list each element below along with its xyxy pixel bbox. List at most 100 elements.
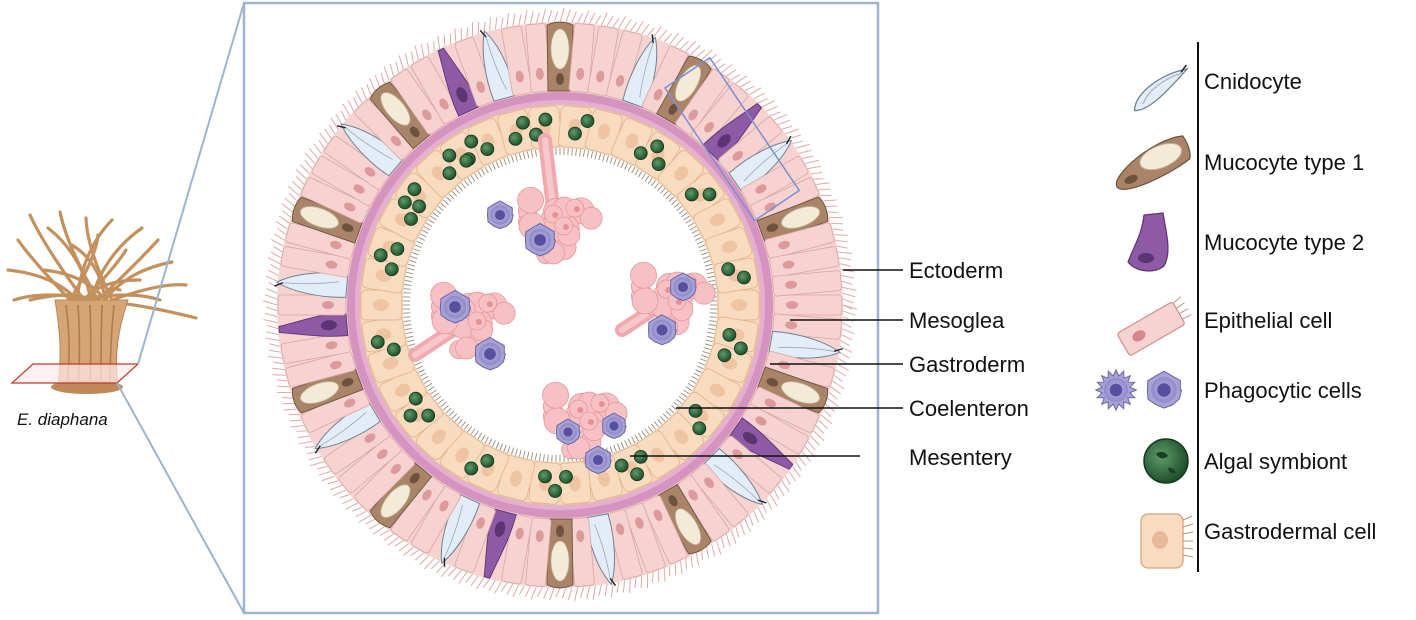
algal-symbiont [737,270,751,285]
algal-symbiont [412,199,427,214]
ectoderm-cell [501,514,533,585]
gastroderm-label: Gastroderm [909,352,1025,377]
ectoderm-cell [285,222,356,259]
anemone-tentacles [6,210,198,320]
ectoderm-label: Ectoderm [909,258,1003,283]
algal-symbionts-in-tissue [370,112,751,498]
ectoderm-cilia [262,7,858,602]
algal-symbiont [538,112,553,127]
algal-symbiont [692,421,707,436]
mesentery [542,381,628,475]
tentacle [42,268,107,302]
algal-symbiont [651,157,666,172]
algal-symbiont [421,408,436,423]
ectoderm-cell [655,483,712,555]
algal-symbiont [508,131,523,146]
mucocyte-2-icon [1127,212,1169,272]
mesentery-label: Mesentery [909,445,1012,470]
ectoderm-cell [525,517,552,587]
legend-mucocyte-2: Mucocyte type 2 [1204,230,1364,255]
legend-epithelial: Epithelial cell [1204,308,1332,333]
ectoderm-cell [568,23,595,93]
ectoderm-cell [587,25,619,96]
algal-symbiont [464,461,479,476]
phagocytic-cell-spiky [1094,368,1138,412]
algal-symbiont [733,341,748,356]
ectoderm-cell [280,246,351,278]
legend-mucocyte-1: Mucocyte type 1 [1204,150,1364,175]
mesoglea-label: Mesoglea [909,308,1005,333]
ectoderm-cell [390,69,445,135]
ectoderm-cell [369,460,433,529]
algal-symbiont [403,408,418,423]
algal-symbiont [559,469,573,484]
ectoderm-cells [274,21,843,589]
algal-symbiont [516,115,530,130]
gastrodermal-cell [440,430,485,479]
algal-symbiont [386,342,401,357]
mesentery [486,133,603,265]
tentacle [75,218,114,302]
algal-symbiont [408,391,423,406]
tentacle [110,283,188,302]
mesentery [615,261,716,346]
algal-symbiont [442,148,457,163]
tentacle [16,238,72,302]
coelenteron-cavity [403,148,717,462]
ectoderm-cell [411,56,461,124]
phagocytic-cell [584,445,612,475]
ectoderm-cell [285,351,356,388]
algal-symbiont [633,146,648,161]
phagocytic-cell [1146,370,1183,409]
phagocytic-cell [602,412,627,440]
algal-symbiont [702,187,717,202]
ectoderm-cell [690,83,749,147]
ectoderm-cell [741,156,809,206]
algal-symbiont [721,262,736,277]
algal-symbiont [480,142,495,157]
ectoderm-cell [769,246,840,278]
ectoderm-cell [741,404,809,454]
ectoderm-cell [655,55,712,127]
algal-symbiont [384,262,399,277]
zoom-line-bottom [116,382,245,614]
algal-symbiont [397,195,412,210]
algal-symbiont [464,134,479,149]
gastrodermal-cell [713,257,759,294]
ectoderm-cell [324,420,390,475]
ectoderm-cell [675,69,730,135]
cross-section-labels: Ectoderm Mesoglea Gastroderm Coelenteron… [630,258,1029,470]
anemone-illustration: E. diaphana [6,210,198,429]
ectoderm-cell [291,366,364,414]
epithelial-cell-icon [1117,296,1192,356]
ectoderm-cell [546,21,574,92]
ectoderm-cell [764,222,835,259]
phagocytic-cell [556,418,581,446]
tentacle [107,287,122,302]
algal-symbiont [650,139,665,154]
algal-symbiont [630,467,645,482]
gastrodermal-cell [360,289,403,321]
algal-symbiont [370,335,385,349]
ectoderm-cell [756,196,829,244]
algal-symbiont-icon [1143,438,1189,484]
ectoderm-cell [690,463,749,527]
ectoderm-cell [277,294,347,316]
ectoderm-cell [280,332,351,364]
algal-symbiont [614,458,629,473]
ectoderm-cell [585,513,617,587]
legend-algal: Algal symbiont [1204,449,1347,474]
phagocytic-cell [439,289,472,324]
section-plane [10,363,140,384]
ectoderm-cell [278,311,349,337]
algal-symbiont [580,114,595,128]
algal-symbiont [538,469,552,484]
species-caption: E. diaphana [17,410,108,429]
legend-phagocytic: Phagocytic cells [1204,378,1362,403]
algal-symbiont [688,403,703,418]
algal-symbiont [717,348,732,363]
tentacle [96,238,160,302]
gastrodermal-cell [497,455,536,501]
phagocytic-cells-icon [1094,368,1183,412]
ectoderm-cell [624,503,666,573]
